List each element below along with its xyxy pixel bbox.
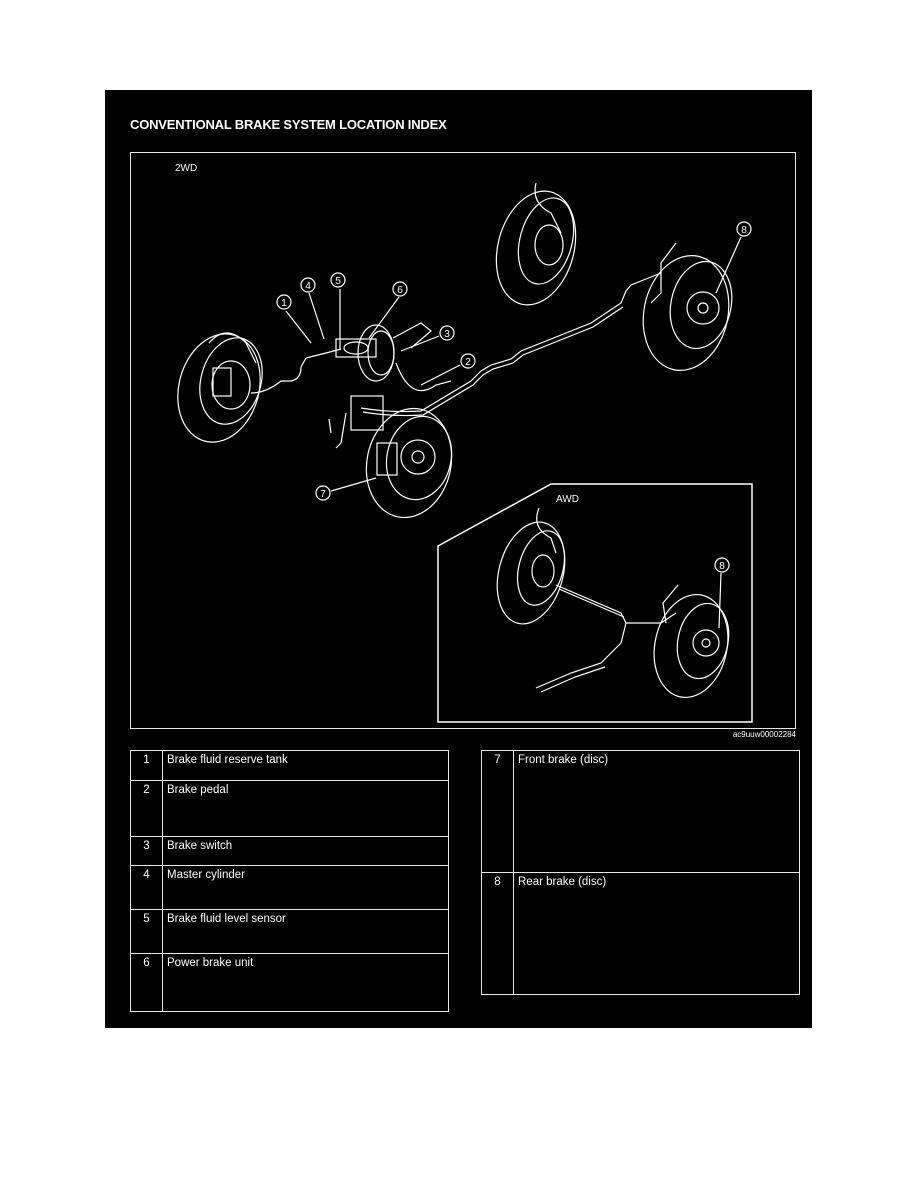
callout-2: 2 — [460, 353, 476, 369]
svg-text:5: 5 — [335, 276, 341, 287]
rear-right-wheel-icon — [642, 242, 733, 372]
row-number: 2 — [130, 780, 163, 837]
table-row: 8 Rear brake (disc) — [481, 872, 800, 995]
row-label: Brake pedal — [162, 780, 449, 837]
page-title: CONVENTIONAL BRAKE SYSTEM LOCATION INDEX — [130, 117, 447, 132]
row-label: Front brake (disc) — [513, 750, 800, 873]
svg-text:7: 7 — [320, 489, 326, 500]
manual-page: CONVENTIONAL BRAKE SYSTEM LOCATION INDEX… — [105, 90, 812, 1028]
callout-5: 5 — [330, 272, 346, 288]
table-row: 7 Front brake (disc) — [481, 750, 800, 873]
svg-text:2: 2 — [465, 357, 471, 368]
front-right-wheel-icon — [365, 407, 453, 519]
inset-callout-8: 8 — [714, 557, 730, 573]
row-label: Rear brake (disc) — [513, 872, 800, 995]
callout-4: 4 — [300, 277, 316, 293]
callout-7: 7 — [315, 485, 331, 501]
table-row: 1 Brake fluid reserve tank — [130, 750, 449, 781]
front-left-wheel-icon — [177, 332, 307, 443]
diagram-frame: 2WD — [130, 152, 796, 729]
row-number: 1 — [130, 750, 163, 781]
row-number: 4 — [130, 865, 163, 910]
row-label: Power brake unit — [162, 953, 449, 1012]
table-row: 4 Master cylinder — [130, 865, 449, 910]
svg-text:1: 1 — [281, 298, 287, 309]
svg-text:6: 6 — [397, 285, 403, 296]
master-cylinder-assembly-icon — [328, 322, 452, 449]
svg-text:8: 8 — [719, 561, 725, 572]
label-2wd: 2WD — [175, 163, 197, 174]
table-row: 5 Brake fluid level sensor — [130, 909, 449, 954]
label-awd: AWD — [556, 494, 579, 505]
rear-left-wheel-icon — [495, 182, 577, 306]
svg-text:4: 4 — [305, 281, 311, 292]
row-number: 7 — [481, 750, 514, 873]
image-reference-id: ac9uuw00002284 — [732, 730, 796, 739]
row-label: Brake fluid reserve tank — [162, 750, 449, 781]
callout-3: 3 — [439, 325, 455, 341]
row-number: 5 — [130, 909, 163, 954]
awd-inset: AWD 8 — [437, 483, 753, 723]
table-row: 3 Brake switch — [130, 836, 449, 866]
svg-text:3: 3 — [444, 329, 450, 340]
callout-6: 6 — [392, 281, 408, 297]
brake-system-diagram: 2WD — [175, 163, 753, 723]
callout-8: 8 — [736, 221, 752, 237]
row-label: Master cylinder — [162, 865, 449, 910]
svg-text:8: 8 — [741, 225, 747, 236]
table-row: 2 Brake pedal — [130, 780, 449, 837]
row-number: 8 — [481, 872, 514, 995]
row-label: Brake fluid level sensor — [162, 909, 449, 954]
row-number: 3 — [130, 836, 163, 866]
index-table-left: 1 Brake fluid reserve tank 2 Brake pedal… — [130, 750, 449, 1012]
row-label: Brake switch — [162, 836, 449, 866]
table-row: 6 Power brake unit — [130, 953, 449, 1012]
row-number: 6 — [130, 953, 163, 1012]
callout-1: 1 — [276, 294, 292, 310]
index-table-right: 7 Front brake (disc) 8 Rear brake (disc) — [481, 750, 800, 995]
